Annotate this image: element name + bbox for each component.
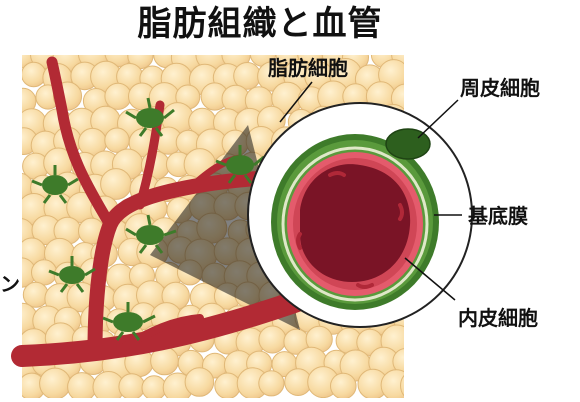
fat-cell [381, 370, 412, 398]
fat-cell [259, 326, 286, 353]
fat-cell [401, 370, 433, 398]
diagram-title: 脂肪組織と血管 [100, 2, 420, 46]
fat-cell [408, 64, 432, 88]
fat-cell [331, 373, 357, 398]
fat-cell [105, 83, 131, 109]
fat-cell [428, 323, 459, 354]
fat-cell [101, 169, 132, 200]
fat-cell [427, 373, 456, 398]
fat-cell [425, 63, 455, 93]
fat-cell [259, 371, 284, 396]
label-endothelial: 内皮細胞 [458, 306, 538, 330]
fat-cell [142, 376, 166, 398]
label-adipocyte: 脂肪細胞 [268, 56, 348, 80]
fat-cell [418, 40, 444, 66]
label-basement-membrane: 基底膜 [468, 204, 528, 228]
fat-cell [419, 86, 446, 113]
fat-cell [40, 368, 71, 398]
fat-cell [215, 373, 241, 398]
fat-cell [406, 324, 436, 354]
vessel-lumen [300, 164, 410, 282]
leader-pericyte [418, 100, 458, 138]
fat-cell [68, 373, 97, 398]
fat-cell [23, 282, 48, 307]
fat-cell [22, 62, 46, 86]
fat-cell [185, 368, 214, 397]
fat-cell [119, 374, 145, 398]
fat-cell [415, 351, 444, 380]
label-cropped-left: ン [0, 272, 20, 296]
label-pericyte: 周皮細胞 [460, 76, 540, 100]
